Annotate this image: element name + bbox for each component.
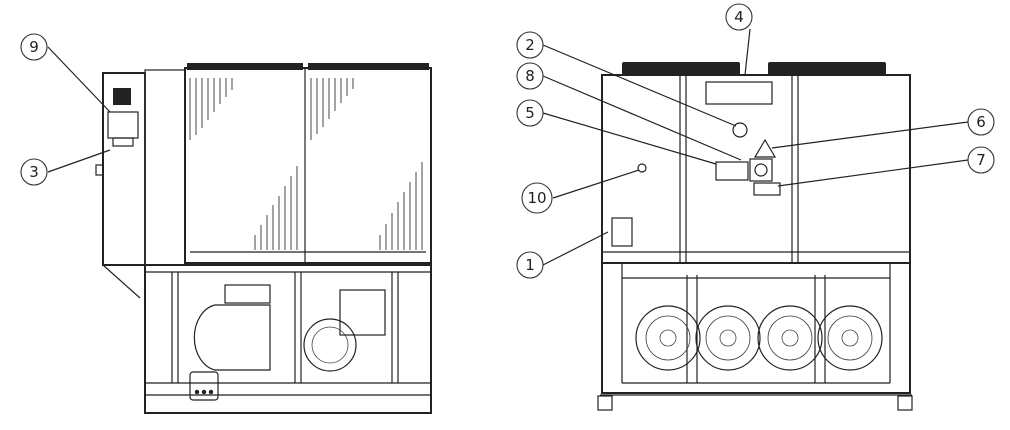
plug-dot-1 [194, 389, 200, 395]
callout-label: 5 [525, 104, 535, 122]
condenser-frame-left [184, 67, 432, 264]
foot-right [897, 395, 913, 411]
plug-dot-2 [201, 389, 207, 395]
nameplate [705, 81, 773, 105]
coil-fins-left [189, 78, 423, 250]
evaporator-vessel [193, 304, 271, 371]
leader-5 [542, 112, 717, 165]
access-door [611, 217, 633, 247]
fan-guard-right-1 [622, 62, 740, 75]
callout-label: 4 [734, 8, 744, 26]
indicator-light [732, 122, 748, 138]
callout-label: 3 [29, 163, 39, 181]
leader-6 [771, 121, 969, 149]
leader-8 [542, 75, 742, 161]
compressor-left-inner [311, 326, 349, 364]
callout-5: 5 [516, 99, 544, 127]
left-side-view [95, 63, 432, 414]
switch-knob [754, 163, 768, 177]
callout-circle [516, 62, 544, 90]
control-plug-panel [189, 371, 219, 401]
callout-label: 8 [525, 67, 535, 85]
switch-knob-box [749, 158, 773, 182]
callout-label: 10 [527, 189, 546, 207]
callout-label: 2 [525, 36, 535, 54]
leader-7 [777, 159, 969, 187]
fan-guard-left-1 [187, 63, 303, 70]
compressor-r2 [695, 305, 761, 371]
callout-circle [20, 33, 48, 61]
callout-1: 1 [516, 251, 544, 279]
control-display [113, 88, 131, 105]
callout-3: 3 [20, 158, 48, 186]
callout-circle [521, 182, 553, 214]
leader-2 [542, 44, 737, 127]
callout-circle [725, 3, 753, 31]
cabinet-side-panel [144, 69, 186, 266]
switch-handle [112, 137, 134, 147]
callout-circle [967, 146, 995, 174]
callout-label: 9 [29, 38, 39, 56]
leader-lines [47, 28, 969, 266]
fan-guard-left-2 [308, 63, 429, 70]
cable-gland [95, 164, 104, 176]
leader-3 [47, 149, 111, 173]
callout-4: 4 [725, 3, 753, 31]
fan-guard-right-2 [768, 62, 886, 75]
callout-label: 1 [525, 256, 535, 274]
callout-circle [20, 158, 48, 186]
callout-7: 7 [967, 146, 995, 174]
callout-circle [967, 108, 995, 136]
foot-left [597, 395, 613, 411]
leader-9 [47, 46, 111, 113]
leader-4 [744, 28, 751, 76]
callout-8: 8 [516, 62, 544, 90]
callout-10: 10 [521, 182, 553, 214]
compressor-left [303, 318, 357, 372]
callout-2: 2 [516, 31, 544, 59]
right-front-view [597, 62, 913, 411]
compressor-r4 [817, 305, 883, 371]
callout-6: 6 [967, 108, 995, 136]
cabinet-support [102, 264, 141, 299]
main-switch [715, 161, 749, 181]
valve-assembly [224, 284, 271, 304]
compressor-r3 [757, 305, 823, 371]
main-switch-box [107, 111, 139, 139]
compressor-bay-right [601, 262, 911, 394]
compressor-bay-left [144, 264, 432, 414]
callout-circle [516, 31, 544, 59]
callout-circle [516, 99, 544, 127]
callout-label: 6 [976, 113, 986, 131]
callout-circle [516, 251, 544, 279]
callout-9: 9 [20, 33, 48, 61]
pipe-box [339, 289, 386, 336]
warning-triangle [753, 138, 777, 158]
callout-label: 7 [976, 151, 986, 169]
front-panel-frame [601, 74, 911, 264]
leader-1 [542, 231, 609, 266]
leader-10 [552, 169, 640, 199]
lock-tag [753, 182, 781, 196]
plug-dot-3 [208, 389, 214, 395]
emergency-stop [637, 163, 647, 173]
compressor-r1 [635, 305, 701, 371]
